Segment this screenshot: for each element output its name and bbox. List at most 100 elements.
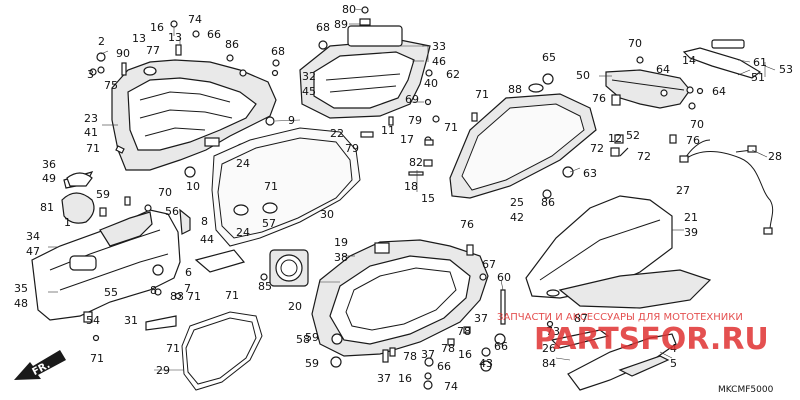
callout-5[interactable]: 5 bbox=[670, 357, 677, 370]
callout-56[interactable]: 56 bbox=[165, 205, 179, 218]
callout-78c[interactable]: 78 bbox=[441, 342, 455, 355]
callout-12[interactable]: 12 bbox=[608, 132, 622, 145]
callout-53[interactable]: 53 bbox=[779, 63, 793, 76]
callout-70b[interactable]: 70 bbox=[690, 118, 704, 131]
callout-61[interactable]: 61 bbox=[753, 56, 767, 69]
callout-59c[interactable]: 59 bbox=[305, 357, 319, 370]
callout-36[interactable]: 36 bbox=[42, 158, 56, 171]
callout-21[interactable]: 21 bbox=[684, 211, 698, 224]
callout-3[interactable]: 3 bbox=[87, 68, 94, 81]
callout-45[interactable]: 45 bbox=[302, 85, 316, 98]
callout-72[interactable]: 72 bbox=[590, 142, 604, 155]
callout-48[interactable]: 48 bbox=[14, 297, 28, 310]
callout-70c[interactable]: 70 bbox=[158, 186, 172, 199]
callout-68b[interactable]: 68 bbox=[271, 45, 285, 58]
callout-79b[interactable]: 79 bbox=[345, 142, 359, 155]
callout-69[interactable]: 69 bbox=[405, 93, 419, 106]
callout-6[interactable]: 6 bbox=[185, 266, 192, 279]
callout-37[interactable]: 37 bbox=[474, 312, 488, 325]
callout-43[interactable]: 43 bbox=[479, 357, 493, 370]
callout-1[interactable]: 1 bbox=[64, 216, 71, 229]
callout-8[interactable]: 8 bbox=[201, 215, 208, 228]
callout-42[interactable]: 42 bbox=[510, 211, 524, 224]
callout-84[interactable]: 84 bbox=[542, 357, 556, 370]
callout-40[interactable]: 40 bbox=[424, 77, 438, 90]
callout-71f[interactable]: 71 bbox=[225, 289, 239, 302]
callout-64b[interactable]: 64 bbox=[712, 85, 726, 98]
callout-11[interactable]: 11 bbox=[381, 124, 395, 137]
callout-50[interactable]: 50 bbox=[576, 69, 590, 82]
callout-76[interactable]: 76 bbox=[592, 92, 606, 105]
callout-85[interactable]: 85 bbox=[258, 280, 272, 293]
callout-44[interactable]: 44 bbox=[200, 233, 214, 246]
callout-72b[interactable]: 72 bbox=[637, 150, 651, 163]
callout-24b[interactable]: 24 bbox=[236, 226, 250, 239]
callout-66c[interactable]: 66 bbox=[437, 360, 451, 373]
callout-55[interactable]: 55 bbox=[104, 286, 118, 299]
callout-4[interactable]: 4 bbox=[670, 342, 677, 355]
callout-41[interactable]: 41 bbox=[84, 126, 98, 139]
callout-16c[interactable]: 16 bbox=[398, 372, 412, 385]
callout-14[interactable]: 14 bbox=[682, 54, 696, 67]
callout-82[interactable]: 82 bbox=[409, 156, 423, 169]
callout-7[interactable]: 7 bbox=[184, 282, 191, 295]
callout-76c[interactable]: 76 bbox=[460, 218, 474, 231]
callout-71[interactable]: 71 bbox=[86, 142, 100, 155]
callout-81[interactable]: 81 bbox=[40, 201, 54, 214]
callout-9[interactable]: 9 bbox=[288, 114, 295, 127]
callout-26[interactable]: 26 bbox=[542, 342, 556, 355]
callout-79[interactable]: 79 bbox=[408, 114, 422, 127]
callout-59[interactable]: 59 bbox=[96, 188, 110, 201]
callout-88[interactable]: 88 bbox=[508, 83, 522, 96]
callout-71c[interactable]: 71 bbox=[444, 121, 458, 134]
callout-89[interactable]: 89 bbox=[334, 18, 348, 31]
callout-67[interactable]: 67 bbox=[482, 258, 496, 271]
callout-27[interactable]: 27 bbox=[676, 184, 690, 197]
callout-13b[interactable]: 13 bbox=[132, 32, 146, 45]
callout-78[interactable]: 78 bbox=[403, 350, 417, 363]
callout-54[interactable]: 54 bbox=[86, 314, 100, 327]
callout-65[interactable]: 65 bbox=[542, 51, 556, 64]
callout-71g[interactable]: 71 bbox=[90, 352, 104, 365]
callout-77[interactable]: 77 bbox=[146, 44, 160, 57]
callout-34[interactable]: 34 bbox=[26, 230, 40, 243]
callout-71h[interactable]: 71 bbox=[166, 342, 180, 355]
callout-17[interactable]: 17 bbox=[400, 133, 414, 146]
callout-2[interactable]: 2 bbox=[98, 35, 105, 48]
callout-57[interactable]: 57 bbox=[262, 217, 276, 230]
callout-66b[interactable]: 66 bbox=[494, 340, 508, 353]
callout-13[interactable]: 13 bbox=[168, 31, 182, 44]
callout-33[interactable]: 33 bbox=[432, 40, 446, 53]
callout-63[interactable]: 63 bbox=[583, 167, 597, 180]
callout-25[interactable]: 25 bbox=[510, 196, 524, 209]
callout-83[interactable]: 83 bbox=[170, 290, 184, 303]
callout-49[interactable]: 49 bbox=[42, 172, 56, 185]
callout-15[interactable]: 15 bbox=[421, 192, 435, 205]
callout-71d[interactable]: 71 bbox=[264, 180, 278, 193]
callout-76b[interactable]: 76 bbox=[686, 134, 700, 147]
callout-58[interactable]: 58 bbox=[296, 333, 310, 346]
callout-74[interactable]: 74 bbox=[188, 13, 202, 26]
callout-68[interactable]: 68 bbox=[316, 21, 330, 34]
callout-37c[interactable]: 37 bbox=[377, 372, 391, 385]
callout-31[interactable]: 31 bbox=[124, 314, 138, 327]
callout-71e[interactable]: 71 bbox=[187, 290, 201, 303]
callout-70[interactable]: 70 bbox=[628, 37, 642, 50]
callout-73[interactable]: 73 bbox=[546, 325, 560, 338]
callout-51[interactable]: 51 bbox=[751, 71, 765, 84]
callout-30[interactable]: 30 bbox=[320, 208, 334, 221]
callout-52[interactable]: 52 bbox=[626, 129, 640, 142]
callout-16[interactable]: 16 bbox=[150, 21, 164, 34]
callout-24[interactable]: 24 bbox=[236, 157, 250, 170]
callout-87[interactable]: 87 bbox=[574, 312, 588, 325]
callout-66[interactable]: 66 bbox=[207, 28, 221, 41]
callout-18[interactable]: 18 bbox=[404, 180, 418, 193]
callout-32[interactable]: 32 bbox=[302, 70, 316, 83]
callout-19[interactable]: 19 bbox=[334, 236, 348, 249]
callout-46[interactable]: 46 bbox=[432, 55, 446, 68]
callout-71b[interactable]: 71 bbox=[475, 88, 489, 101]
callout-86[interactable]: 86 bbox=[225, 38, 239, 51]
callout-22[interactable]: 22 bbox=[330, 127, 344, 140]
callout-78b[interactable]: 78 bbox=[457, 325, 471, 338]
callout-62[interactable]: 62 bbox=[446, 68, 460, 81]
